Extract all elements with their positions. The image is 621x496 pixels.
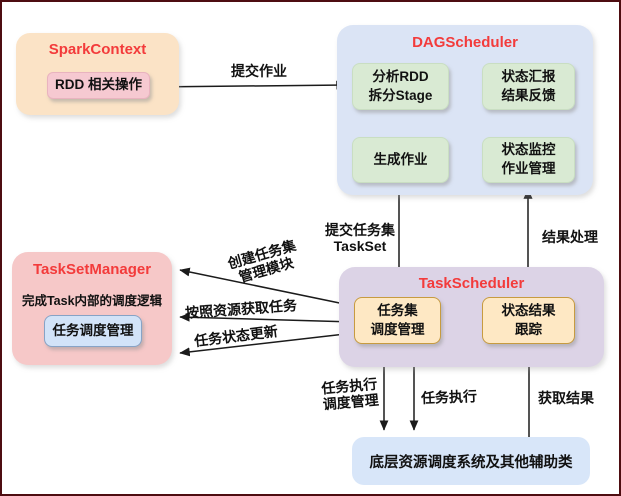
spark-context-title: SparkContext [48,41,147,58]
rdd-operations-label: RDD 相关操作 [55,77,142,93]
resource-layer-label: 底层资源调度系统及其他辅助类 [369,454,573,471]
status-report-line2: 结果反馈 [501,87,556,103]
edge-label-get-result: 获取结果 [538,390,594,406]
edge-label-result-processing: 结果处理 [542,229,598,245]
status-report-line1: 状态汇报 [501,68,556,84]
task-set-manager-description: 完成Task内部的调度逻辑 [21,294,163,308]
edge-label-submit-job: 提交作业 [231,63,287,79]
status-result-tracking-node: 状态结果 跟踪 [482,297,575,344]
resource-layer-node: 底层资源调度系统及其他辅助类 [352,437,590,485]
edge-label-task-exec-schedule: 任务执行 调度管理 [311,375,390,414]
edge-label-submit-taskset: 提交任务集 TaskSet [318,222,402,254]
task-schedule-mgmt-node: 任务调度管理 [44,315,142,347]
generate-job-node: 生成作业 [352,137,449,183]
status-monitor-line1: 状态监控 [501,142,556,158]
analyze-rdd-line2: 拆分Stage [368,87,433,103]
edge-label-get-task-by-resource: 按照资源获取任务 [184,297,298,321]
task-set-manager-title: TaskSetManager [32,261,152,278]
status-report-node: 状态汇报 结果反馈 [482,63,575,110]
edge-label-submit-taskset-line2: TaskSet [333,238,387,255]
task-scheduler-title: TaskScheduler [418,275,525,292]
edge-label-task-status-update: 任务状态更新 [193,322,279,350]
status-monitor-node: 状态监控 作业管理 [482,137,575,183]
status-monitor-line2: 作业管理 [501,161,556,176]
task-schedule-mgmt-label: 任务调度管理 [52,322,134,338]
edge-label-create-taskset: 创建任务集 管理模块 [212,233,315,291]
taskset-scheduling-line1: 任务集 [377,302,418,318]
status-result-tracking-line2: 跟踪 [515,321,542,337]
status-result-tracking-line1: 状态结果 [501,302,556,318]
edge-label-submit-taskset-line1: 提交任务集 [325,222,395,238]
generate-job-label: 生成作业 [373,151,428,167]
taskset-scheduling-line2: 调度管理 [370,321,425,337]
edge-label-task-exec: 任务执行 [420,388,478,406]
taskset-scheduling-node: 任务集 调度管理 [354,297,441,344]
analyze-rdd-node: 分析RDD 拆分Stage [352,63,449,110]
dag-scheduler-title: DAGScheduler [412,34,518,51]
rdd-operations-node: RDD 相关操作 [47,72,150,99]
analyze-rdd-line1: 分析RDD [372,68,429,84]
